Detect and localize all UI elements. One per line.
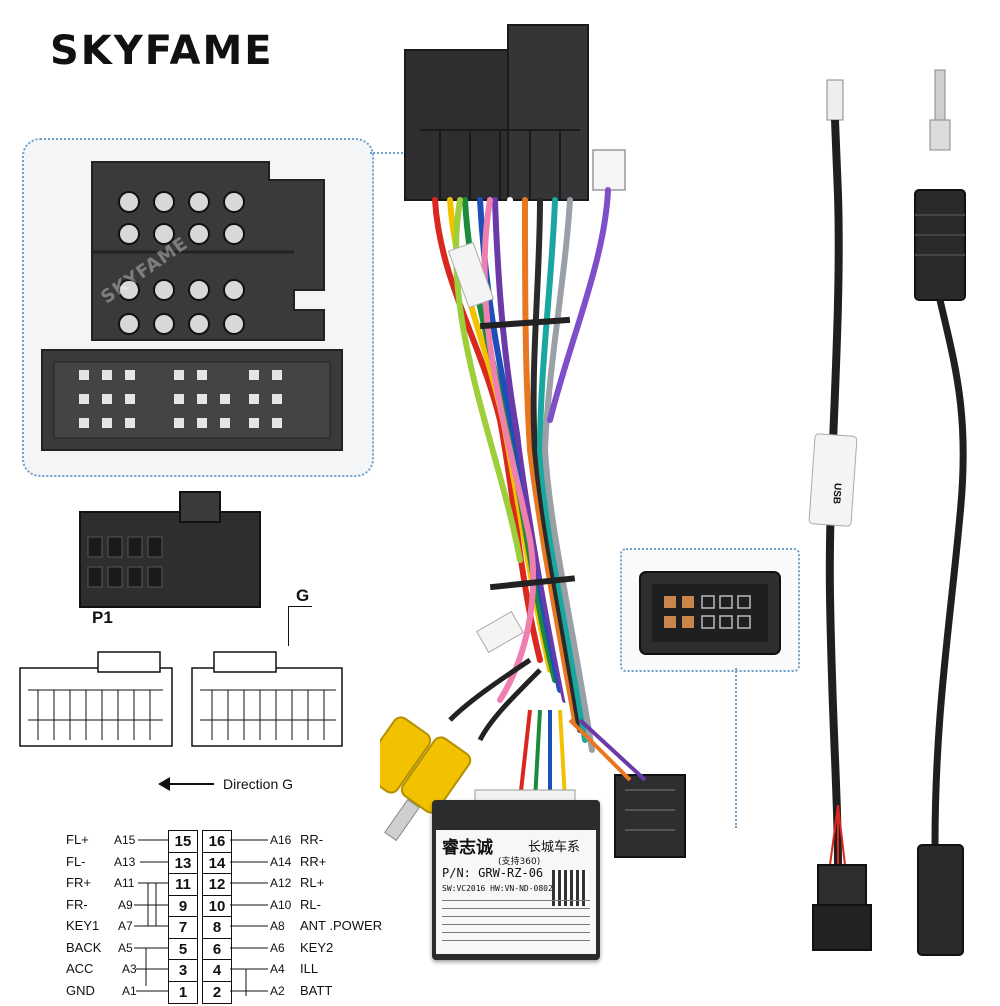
module-series: 长城车系 [528, 840, 581, 855]
pin-code-left: A5 [118, 941, 133, 955]
pin-name-left: FR- [66, 897, 88, 912]
canbus-module-box: 睿志诚 长城车系 (支持360) P/N: GRW-RZ-06 SW:VC201… [432, 800, 600, 960]
connector-outline-drawings [19, 651, 343, 747]
pin-11: 11 [168, 873, 198, 896]
pin-code-right: A12 [270, 876, 292, 890]
pin-name-left: ACC [66, 961, 94, 976]
module-brand: 睿志诚 [442, 838, 493, 858]
pin-code-right: A8 [270, 919, 285, 933]
pin-name-left: FL- [66, 854, 86, 869]
usb-cable-image [808, 79, 872, 951]
pin-name-right: KEY2 [300, 940, 334, 955]
brand-logo: SKYFAME [50, 28, 274, 74]
pin-code-right: A2 [270, 984, 285, 998]
pin-code-right: A14 [270, 855, 292, 869]
pin-3: 3 [168, 959, 198, 982]
module-label-sticker: 睿志诚 长城车系 (支持360) P/N: GRW-RZ-06 SW:VC201… [436, 830, 596, 954]
pin-name-left: FL+ [66, 832, 89, 847]
usb-tag-label: USB [830, 482, 843, 505]
pin-code-left: A9 [118, 898, 133, 912]
pin-code-left: A15 [114, 833, 136, 847]
pin-name-right: ANT .POWER [300, 918, 383, 933]
direction-arrow-icon [164, 783, 214, 785]
direction-label: Direction G [223, 776, 294, 792]
callout-leader-line [370, 152, 415, 154]
pin-code-right: A16 [270, 833, 292, 847]
pin-name-right: RR- [300, 832, 324, 847]
pin-14: 14 [202, 852, 232, 875]
direction-arrowhead-icon [158, 777, 170, 791]
pin-name-right: ILL [300, 961, 319, 976]
iso-connector-image [41, 161, 343, 451]
pin-name-right: RL+ [300, 875, 325, 890]
pin-name-left: GND [66, 983, 95, 998]
iso-connector-callout: SKYFAME [22, 138, 374, 477]
pin-name-right: BATT [300, 983, 333, 998]
pin-15: 15 [168, 830, 198, 853]
pin-code-right: A4 [270, 962, 285, 976]
camera-connector-image [639, 571, 781, 655]
g-label-leader [288, 606, 312, 607]
pin-name-left: BACK [66, 940, 102, 955]
g-label-leader-down [288, 606, 289, 646]
antenna-cable-image [914, 69, 967, 956]
p1-label: P1 [92, 608, 113, 627]
pinout-diagram: 15 16 13 14 11 12 9 10 7 8 5 6 3 4 1 2 F… [60, 826, 400, 1004]
module-version: SW:VC2016 HW:VN-ND-0802 [442, 884, 553, 893]
pin-code-left: A7 [118, 919, 133, 933]
pin-code-left: A3 [122, 962, 137, 976]
wiring-harness-image [380, 24, 686, 858]
pin-13: 13 [168, 852, 198, 875]
module-support-note: (支持360) [498, 857, 541, 867]
pinout-leader-lines [134, 839, 268, 996]
pin-code-left: A13 [114, 855, 136, 869]
camera-callout-leader [735, 668, 737, 828]
pin-9: 9 [168, 895, 198, 918]
module-part-number: P/N: GRW-RZ-06 [442, 866, 544, 880]
p1-connector-image [79, 491, 261, 608]
pin-name-right: RR+ [300, 854, 327, 869]
pin-code-right: A6 [270, 941, 285, 955]
camera-connector-callout [620, 548, 800, 672]
pin-name-left: FR+ [66, 875, 91, 890]
pin-10: 10 [202, 895, 232, 918]
pin-16: 16 [202, 830, 232, 853]
pin-name-left: KEY1 [66, 918, 100, 933]
pin-code-right: A10 [270, 898, 292, 912]
pin-name-right: RL- [300, 897, 321, 912]
pin-code-left: A1 [122, 984, 137, 998]
g-label: G [296, 586, 310, 605]
module-fine-print [442, 900, 590, 948]
pin-code-left: A11 [114, 876, 135, 890]
